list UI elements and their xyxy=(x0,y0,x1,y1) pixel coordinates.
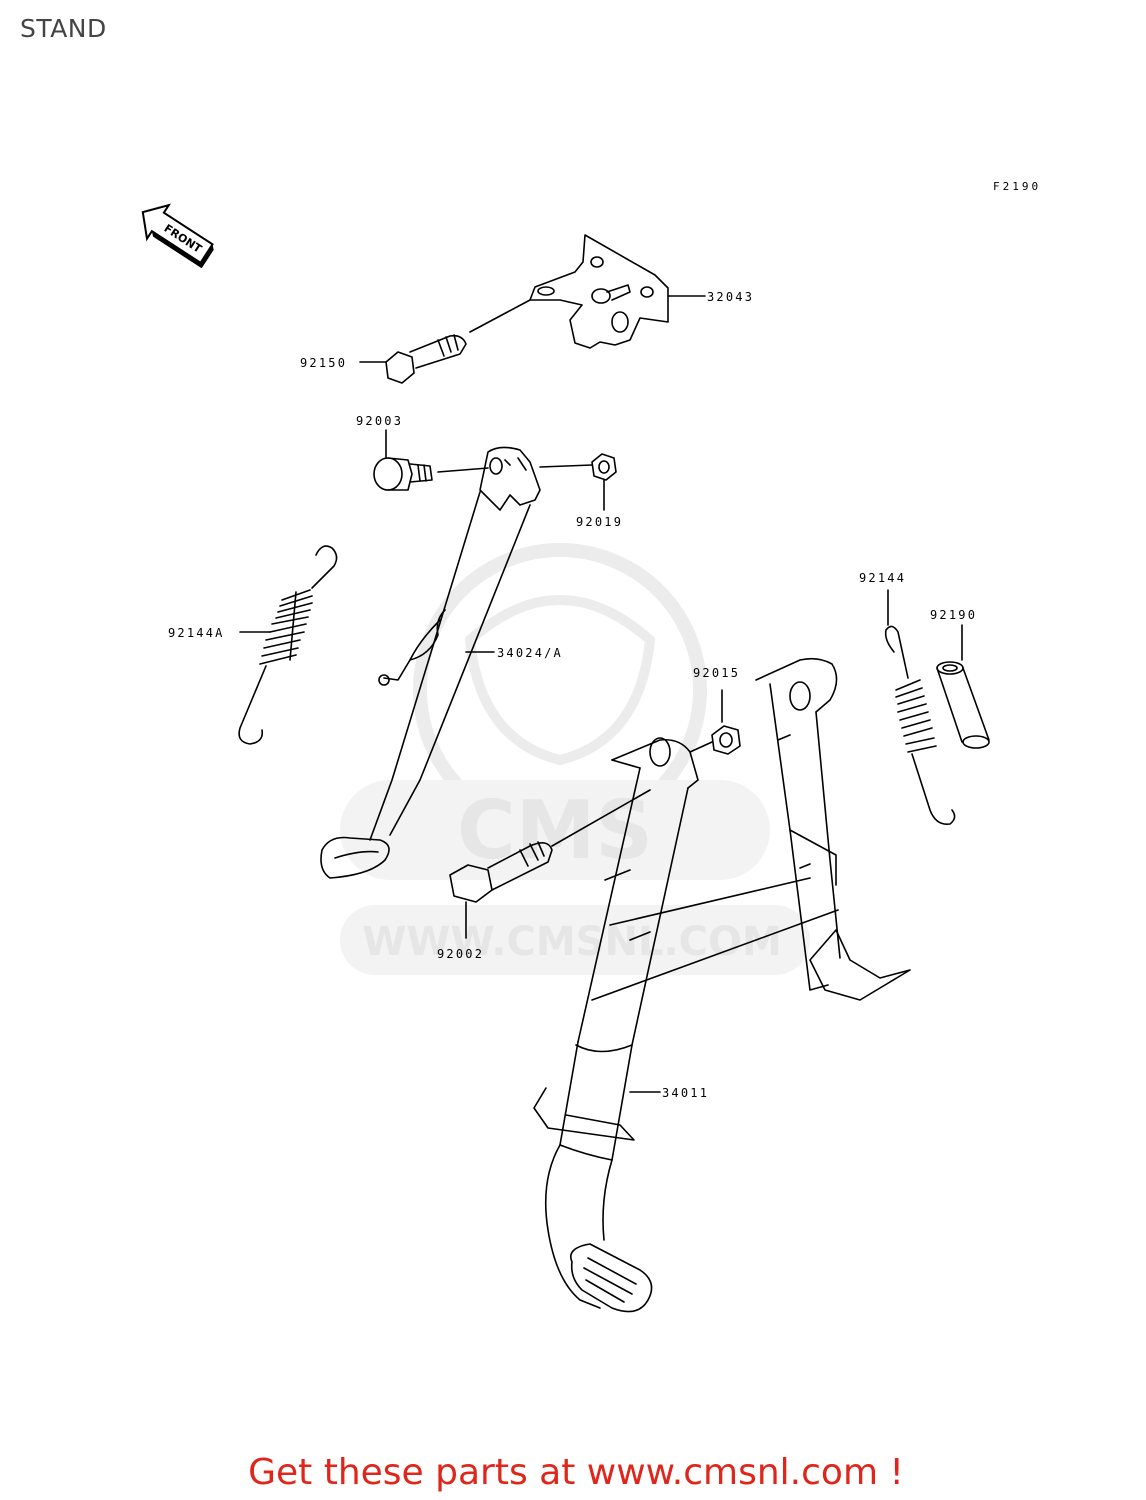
label-92150: 92150 xyxy=(300,356,347,370)
label-34011: 34011 xyxy=(662,1086,709,1100)
part-32043-bracket xyxy=(529,234,669,349)
part-92144A-spring xyxy=(238,545,338,745)
front-arrow-icon: FRONT xyxy=(141,203,214,269)
label-92015: 92015 xyxy=(693,666,740,680)
part-labels: 32043 92150 92003 92019 92144A 34024/A 9… xyxy=(168,290,977,1100)
label-32043: 32043 xyxy=(707,290,754,304)
figure-code: F2190 xyxy=(993,180,1042,193)
label-92144: 92144 xyxy=(859,571,906,585)
part-92002-bolt xyxy=(449,841,553,903)
label-92190: 92190 xyxy=(930,608,977,622)
part-92015-nut xyxy=(711,725,741,755)
label-92144A: 92144A xyxy=(168,626,225,640)
label-92019: 92019 xyxy=(576,515,623,529)
call-to-action-text: Get these parts at www.cmsnl.com ! xyxy=(248,1452,904,1493)
part-92019-nut xyxy=(591,453,617,481)
part-34024A-side-stand xyxy=(320,446,541,879)
label-34024A: 34024/A xyxy=(497,646,563,660)
watermark-logo: CMS xyxy=(457,784,653,877)
watermark-url: WWW.CMSNL.COM xyxy=(362,919,782,965)
call-to-action-link[interactable]: Get these parts at www.cmsnl.com ! xyxy=(0,1452,1146,1493)
label-92002: 92002 xyxy=(437,947,484,961)
parts-diagram: CMS WWW.CMSNL.COM FRONT xyxy=(141,203,990,1313)
part-92190-collar xyxy=(936,661,990,749)
label-92003: 92003 xyxy=(356,414,403,428)
part-92150-bolt xyxy=(385,334,467,384)
part-92003-bolt xyxy=(373,457,433,491)
part-92144-spring xyxy=(884,625,956,826)
part-34011-main-stand xyxy=(533,657,911,1313)
page-title: STAND xyxy=(20,14,107,43)
watermark: CMS WWW.CMSNL.COM xyxy=(340,543,810,975)
